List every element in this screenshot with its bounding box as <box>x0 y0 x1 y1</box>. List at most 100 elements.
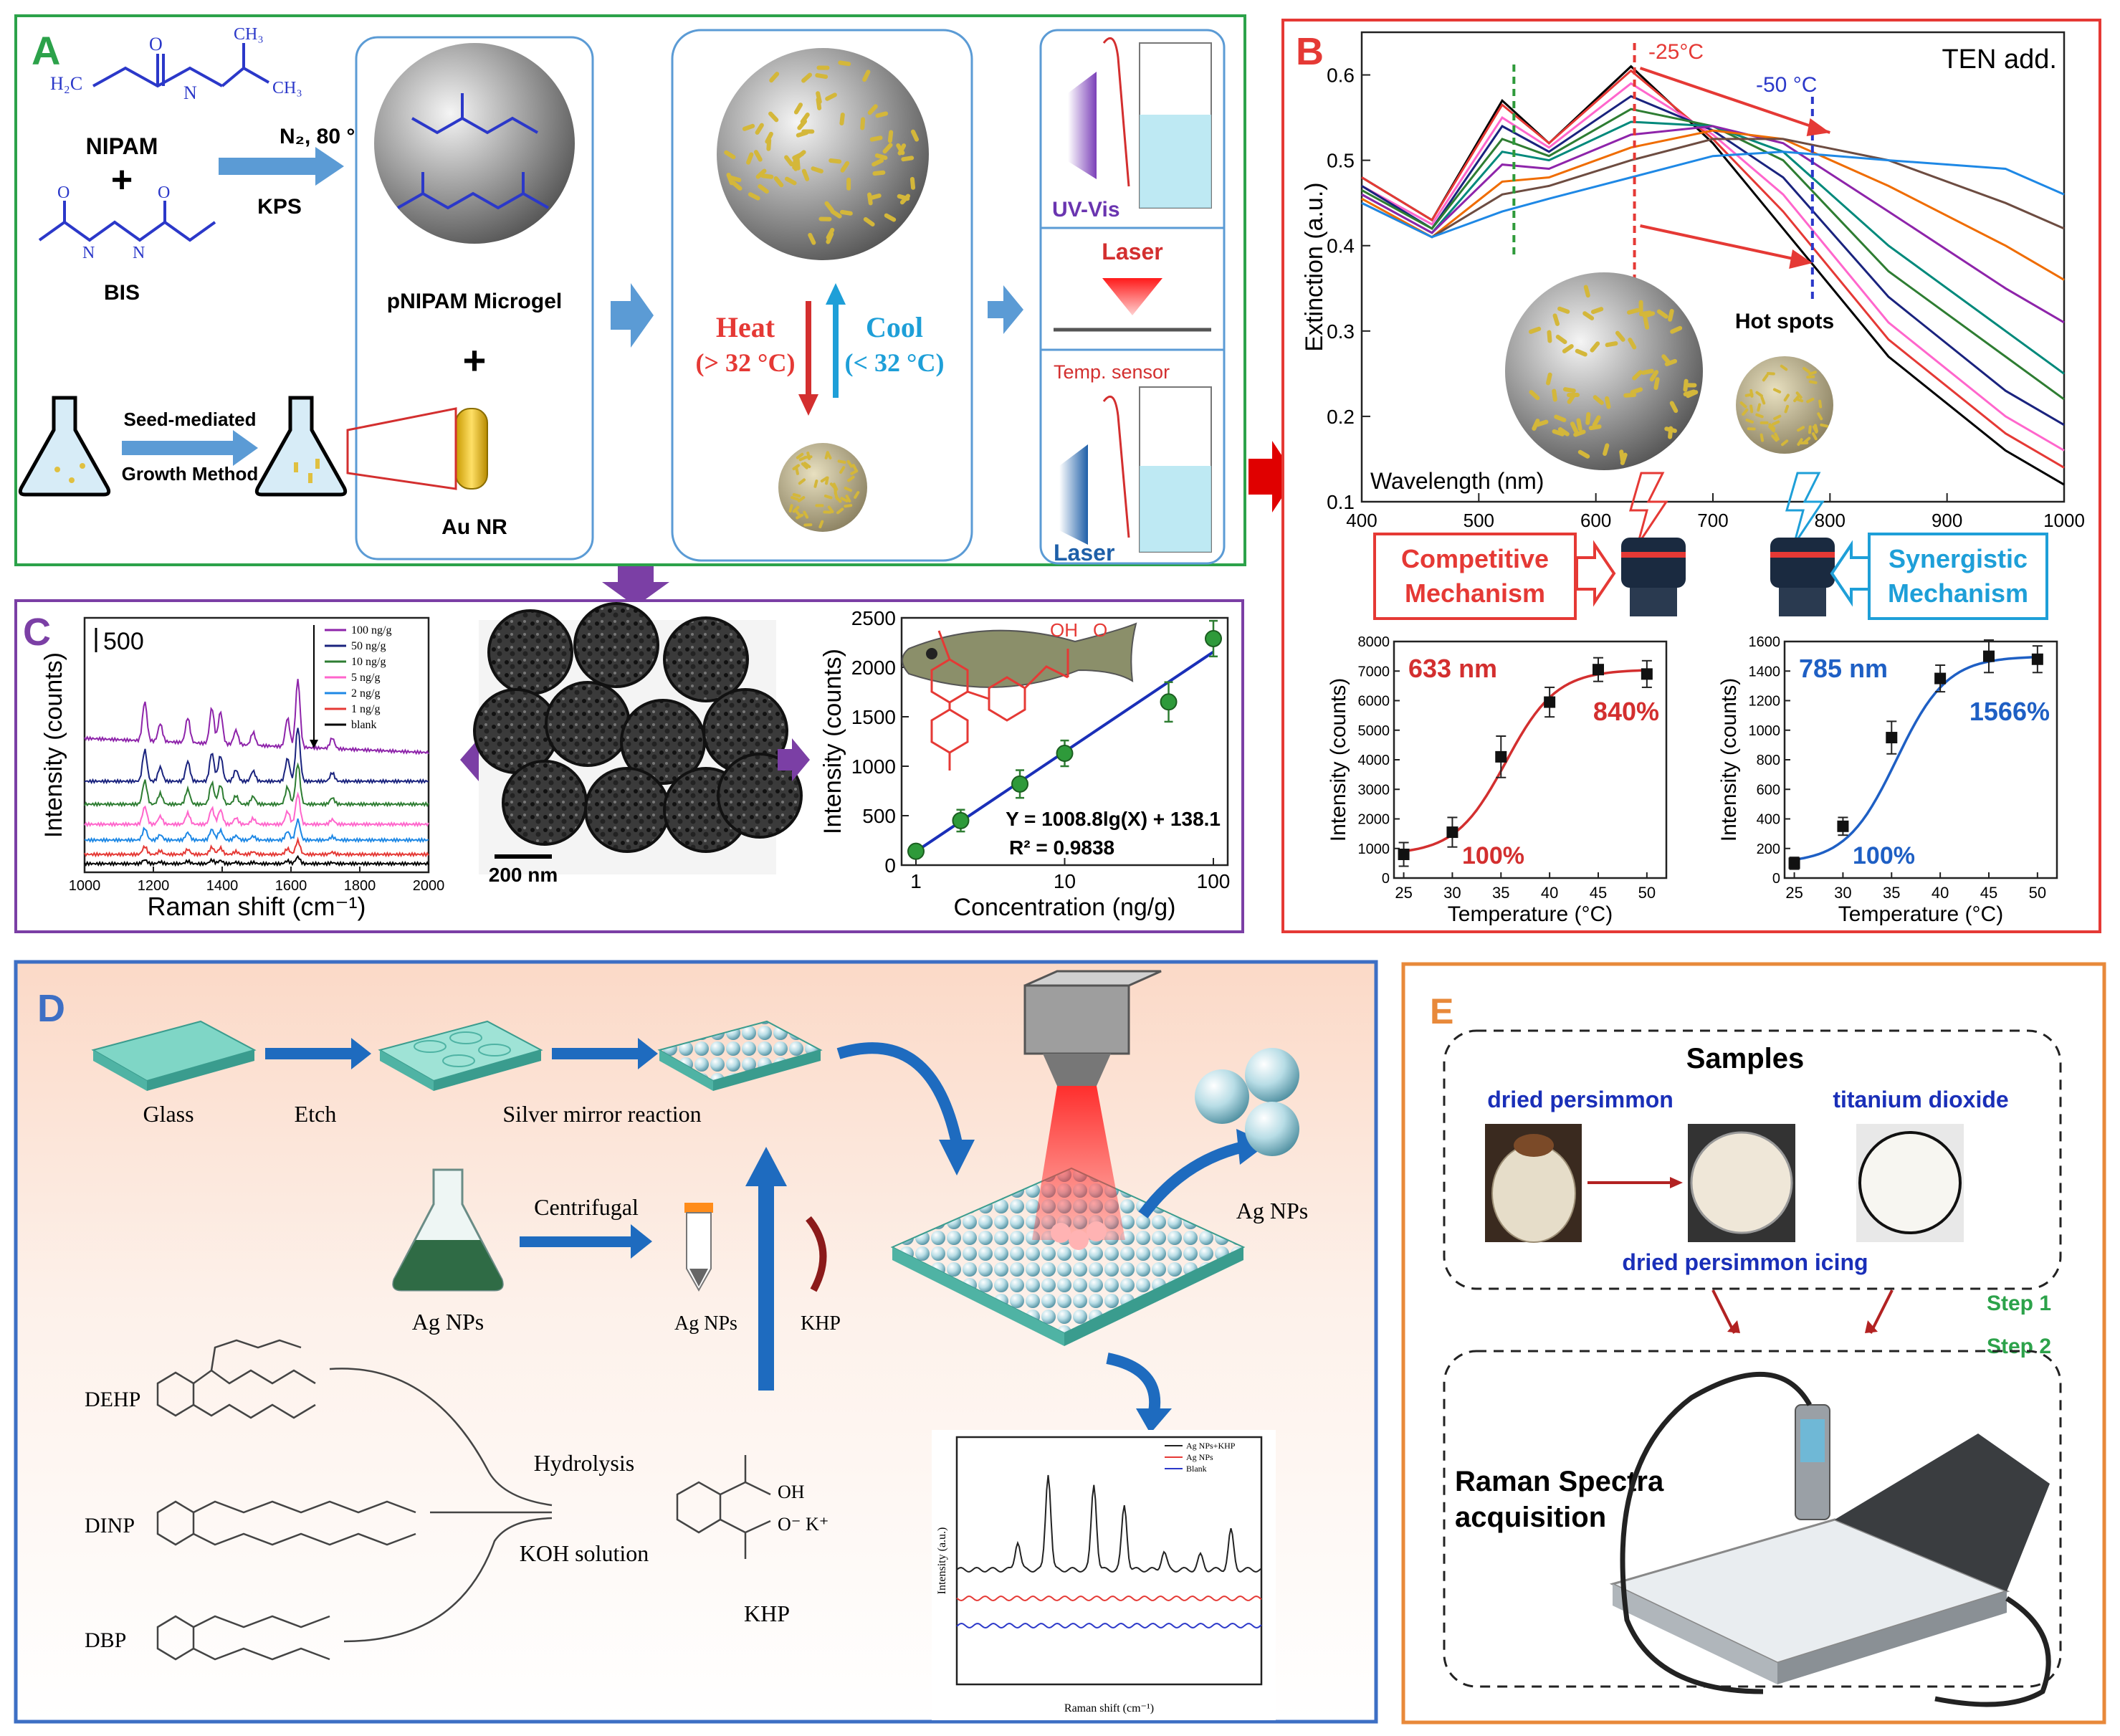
nanorod <box>825 476 829 485</box>
nanorod <box>803 455 813 459</box>
nanorod <box>844 504 853 508</box>
y-tick-label: 0.4 <box>1327 235 1355 257</box>
fish-image <box>902 622 1137 688</box>
y-tick-label: 8000 <box>1358 634 1390 650</box>
axis-box <box>955 1436 1263 1686</box>
khp-label: KHP <box>744 1601 790 1626</box>
nanorod <box>850 469 859 475</box>
nanorod <box>823 495 833 500</box>
nanorod <box>836 507 844 515</box>
plus-sign-2: + <box>463 338 487 383</box>
nanorod <box>1557 426 1570 437</box>
y-tick-label: 1000 <box>1358 841 1390 857</box>
nanorod <box>862 70 871 82</box>
shift-arrow-top-head <box>1806 118 1830 136</box>
nanorod <box>813 480 818 488</box>
nanorod <box>1742 408 1749 416</box>
nanorod <box>1783 394 1790 402</box>
x-axis-label: Temperature (°C) <box>1448 902 1613 926</box>
nanorod <box>1590 341 1600 353</box>
glass-side-left <box>93 1050 147 1091</box>
x-tick-label: 2000 <box>413 878 445 894</box>
nanorod <box>909 176 916 190</box>
nanorod <box>1576 418 1582 431</box>
extinction-series-3 <box>1361 95 2065 426</box>
persimmon-photo <box>1485 1124 1582 1243</box>
y-tick-label: 1600 <box>1749 634 1781 650</box>
nanorod <box>1755 413 1764 419</box>
panel-c-letter: C <box>23 611 51 654</box>
nanorod <box>1535 419 1549 427</box>
mini-series-2 <box>956 1622 1262 1629</box>
nanorod <box>837 459 846 464</box>
x-tick-label: 1000 <box>69 878 101 894</box>
nanorod <box>1573 429 1586 437</box>
synergistic-label-1: Synergistic <box>1889 544 2028 573</box>
acquisition-box <box>1443 1350 2062 1688</box>
panel-d-letter: D <box>37 987 65 1030</box>
nanorod <box>1818 399 1823 409</box>
x-tick-label: 1400 <box>206 878 239 894</box>
nanorod <box>1575 348 1587 357</box>
dinp-label: DINP <box>85 1514 135 1537</box>
nanorod <box>839 113 845 126</box>
data-point <box>1934 672 1947 685</box>
nanorod <box>798 478 806 485</box>
nanorod <box>1557 306 1570 314</box>
nanorod <box>863 216 875 226</box>
x-tick-label: 900 <box>1932 510 1962 531</box>
step2-label: Step 2 <box>1987 1335 2051 1358</box>
x-tick-label: 50 <box>1638 884 1656 902</box>
nanorod <box>1643 317 1650 330</box>
nanorod <box>773 176 784 188</box>
flask-right <box>254 396 348 497</box>
raman-series-5 <box>84 836 429 858</box>
nanorod <box>899 194 911 205</box>
microgel-structure <box>397 93 549 210</box>
zoom-lines <box>346 407 457 490</box>
nipam-structure <box>92 43 269 88</box>
ag-sphere-3 <box>1245 1102 1299 1156</box>
koh-label: KOH solution <box>520 1540 649 1566</box>
nanorod <box>801 72 813 83</box>
raman-series-0 <box>84 679 429 755</box>
chem-label-n: N <box>183 82 197 103</box>
nanorod <box>1808 425 1812 434</box>
nanorod <box>1795 391 1803 399</box>
condition-bottom: KPS <box>257 195 302 219</box>
hydrolysis-label: Hydrolysis <box>534 1450 634 1476</box>
nipam-label: NIPAM <box>86 133 158 159</box>
panel-b-frame <box>1281 19 2101 933</box>
nanorod <box>1593 395 1604 405</box>
y-tick-label: 2000 <box>1358 812 1390 828</box>
nanorod <box>1781 439 1789 447</box>
nanorod <box>795 466 799 475</box>
nanorod <box>755 168 767 179</box>
axis-box <box>83 616 430 874</box>
microgel-label: pNIPAM Microgel <box>387 290 562 313</box>
glass-label: Glass <box>143 1101 194 1127</box>
nanorod <box>1762 373 1769 382</box>
curve-arrow-3 <box>1106 1353 1161 1413</box>
x-tick-label: 25 <box>1785 884 1803 902</box>
y-tick-label: 1400 <box>1749 664 1781 679</box>
nanorod <box>1683 389 1696 396</box>
nanorod <box>796 130 809 138</box>
arrow-c-right <box>778 738 810 781</box>
nanorod <box>845 495 851 503</box>
y-tick-label: 4000 <box>1358 753 1390 768</box>
nanorod <box>748 192 760 201</box>
nanorod <box>1649 370 1659 382</box>
nanorod <box>874 153 888 161</box>
nanorod <box>800 113 810 124</box>
y-tick-label: 1000 <box>851 755 896 778</box>
nanorod <box>834 492 839 500</box>
nanorod <box>753 150 763 162</box>
nanorod <box>1620 452 1628 465</box>
data-point <box>2031 653 2043 665</box>
legend-entry: 50 ng/g <box>351 640 386 652</box>
centrifuge-tube-icon <box>684 1203 713 1292</box>
pct-low-label: 100% <box>1462 842 1524 869</box>
